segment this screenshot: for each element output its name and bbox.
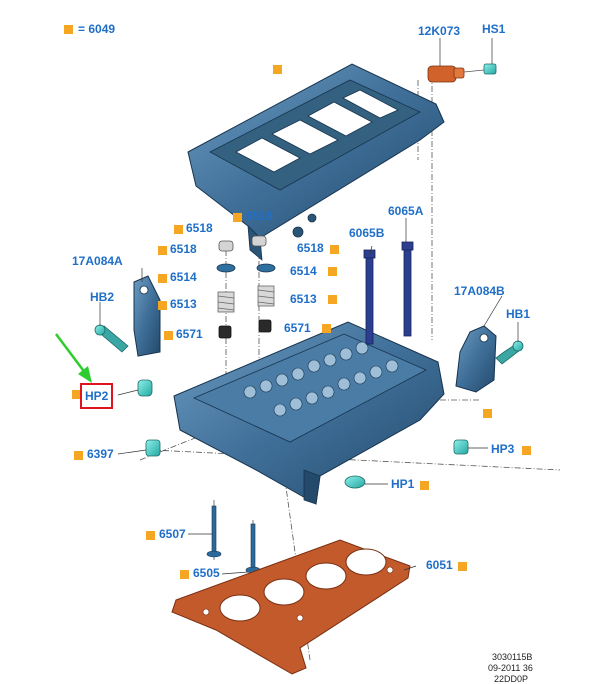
cylinder-head-illustration [173,321,445,505]
marker-6571-a [164,331,173,340]
marker-6505 [180,570,189,579]
label-hb1: HB1 [506,307,531,321]
reference-code-line1: 3030115B [492,652,533,662]
label-6514-b: 6514 [290,264,317,278]
head-bolts-illustration [363,241,414,345]
hp2-highlight-box: HP2 [80,383,114,409]
valve-train-left-illustration [216,240,236,339]
label-6518-a: 6518 [186,221,213,235]
label-12k073: 12K073 [418,24,461,38]
marker-hp3 [522,446,531,455]
lifting-bracket-left-illustration [133,275,161,357]
legend-marker [64,25,73,34]
marker-right-head [483,409,492,418]
label-6518-c: 6518 [170,242,197,256]
marker-6513-a [158,301,167,310]
label-6514-a: 6514 [170,270,197,284]
label-hb2: HB2 [90,290,115,304]
camshaft-carrier-illustration [187,63,445,261]
bracket-bolts-illustration [94,324,524,365]
marker-6518-d [330,245,339,254]
valves-illustration [206,505,261,574]
label-17a084a: 17A084A [72,254,123,268]
label-leaders [99,38,519,575]
label-6513-b: 6513 [290,292,317,306]
legend-text: = 6049 [78,22,116,36]
marker-6518-a [174,225,183,234]
marker-6507 [146,531,155,540]
label-6571-a: 6571 [176,327,203,341]
marker-6514-a [158,274,167,283]
label-17a084b: 17A084B [454,284,505,298]
label-hs1: HS1 [482,22,506,36]
reference-code-line3: 22DD0P [494,674,529,684]
marker-hp2 [72,390,81,399]
label-6065a: 6065A [388,204,424,218]
marker-6518-b [233,213,242,222]
label-6507: 6507 [159,527,186,541]
marker-6571-b [322,324,331,333]
label-6518-b: 6518 [246,209,273,223]
label-6051: 6051 [426,558,453,572]
marker-camshaft-carrier [273,65,282,74]
valve-train-right-illustration [251,235,276,333]
marker-hp1 [420,481,429,490]
label-hp2: HP2 [85,389,109,403]
green-arrow-illustration [55,333,92,383]
marker-6518-c [158,246,167,255]
reference-code-line2: 09-2011 36 [488,663,533,673]
label-6505: 6505 [193,566,220,580]
marker-6051 [458,562,467,571]
label-6513-a: 6513 [170,297,197,311]
label-6518-d: 6518 [297,241,324,255]
head-gasket-illustration [171,539,411,675]
marker-6397 [74,451,83,460]
label-hp3: HP3 [491,442,515,456]
label-6571-b: 6571 [284,321,311,335]
plugs-and-sensors-illustration [137,63,497,489]
sensor-12k073-illustration [427,65,485,83]
label-6397: 6397 [87,447,114,461]
label-6065b: 6065B [349,226,385,240]
label-hp1: HP1 [391,477,415,491]
lifting-bracket-right-illustration [455,325,497,393]
marker-6514-b [328,267,337,276]
marker-6513-b [328,295,337,304]
